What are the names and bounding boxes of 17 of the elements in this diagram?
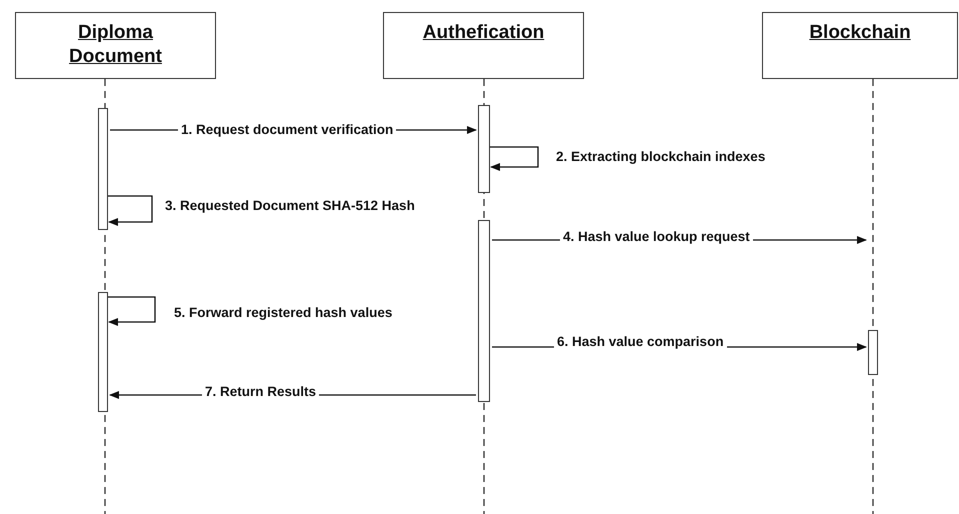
participant-box xyxy=(762,12,958,79)
activation-bar xyxy=(868,330,878,375)
participant-box xyxy=(383,12,584,79)
message-label: 4. Hash value lookup request xyxy=(560,229,753,245)
participant-name: Diploma Document xyxy=(68,21,163,69)
participant-name: Blockchain xyxy=(809,21,911,45)
participant-name: Authefication xyxy=(422,21,544,45)
activation-bar xyxy=(98,292,108,412)
message-label: 1. Request document verification xyxy=(178,122,396,138)
message-arrow xyxy=(108,296,156,326)
message-arrow xyxy=(108,195,153,226)
participant-box xyxy=(15,12,216,79)
activation-bar xyxy=(98,108,108,230)
message-arrow xyxy=(490,146,539,171)
activation-bar xyxy=(478,220,490,402)
activation-bar xyxy=(478,105,490,193)
message-label: 6. Hash value comparison xyxy=(554,334,727,350)
